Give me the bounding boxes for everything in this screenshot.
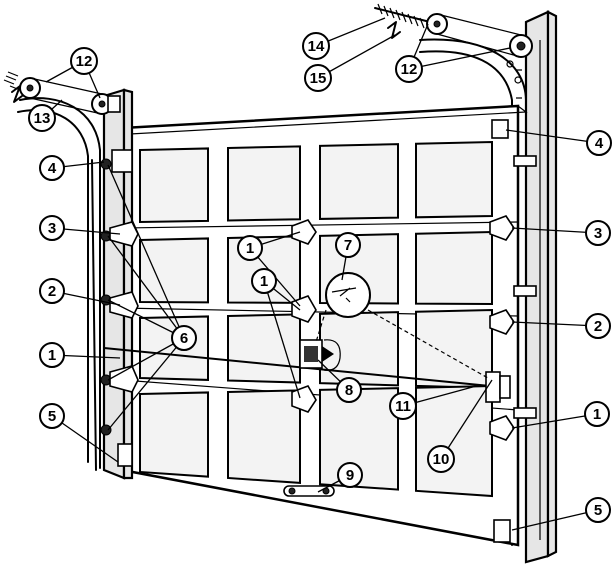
callout-leader-line	[511, 509, 599, 531]
callout-leader-line	[107, 235, 185, 339]
callout-bubble	[584, 401, 610, 427]
callout-bubble	[389, 392, 417, 420]
door-panel	[415, 230, 493, 306]
left-spring-assembly	[3, 71, 121, 115]
callout-bubble	[70, 47, 98, 75]
callout-bubble	[39, 403, 65, 429]
lock-bar	[103, 347, 511, 403]
right-spring-assembly	[374, 3, 533, 58]
callout-bubble	[39, 342, 65, 368]
door-panel	[319, 143, 399, 220]
callout-bubble	[585, 497, 611, 523]
door-panel	[415, 308, 493, 390]
callout-number: 3	[594, 225, 602, 242]
callout-number: 1	[48, 347, 56, 364]
callout-leader-line	[107, 337, 185, 381]
callout-leader-line	[511, 321, 599, 327]
callout-leader-line	[263, 280, 301, 399]
door-panel	[139, 147, 209, 224]
callout-number: 9	[346, 467, 354, 484]
callout-bubble	[237, 235, 263, 261]
left-hinges	[109, 149, 139, 467]
callout-bubble	[337, 462, 363, 488]
callout-number: 3	[48, 220, 56, 237]
callout-leader-line	[107, 164, 185, 339]
callout-bubble	[28, 104, 56, 132]
callout-bubble	[39, 155, 65, 181]
callout-leader-line	[511, 227, 599, 234]
door-panel	[139, 315, 209, 381]
door-panel	[139, 391, 209, 478]
callout-leader-line	[107, 337, 185, 431]
callout-leader-line	[107, 299, 185, 339]
key-detail-zoom	[315, 272, 489, 379]
callout-bubble	[335, 232, 361, 258]
left-frame-post	[102, 88, 134, 480]
callout-number: 10	[433, 451, 450, 468]
callout-number: 1	[593, 406, 601, 423]
callout-bubble	[171, 325, 197, 351]
callout-leader-line	[440, 379, 493, 460]
callout-number: 2	[594, 318, 602, 335]
callout-number: 2	[48, 283, 56, 300]
callout-number: 5	[48, 408, 56, 425]
door-panel	[227, 389, 301, 484]
door-panels	[139, 140, 493, 498]
center-hinges	[291, 219, 317, 413]
callout-number: 4	[48, 160, 57, 177]
lock-mechanism	[299, 339, 341, 371]
door-panel	[139, 237, 209, 304]
door-panel	[227, 145, 301, 222]
callout-leader-line	[317, 34, 396, 79]
callout-number: 1	[246, 240, 254, 257]
callout-number: 7	[344, 237, 352, 254]
callout-bubble	[251, 268, 277, 294]
callout-number: 13	[34, 110, 51, 127]
callout-bubble	[585, 313, 611, 339]
callout-number: 1	[260, 273, 268, 290]
callout-bubble	[395, 55, 423, 83]
door-panel	[227, 313, 301, 384]
callout-bubble	[304, 64, 332, 92]
right-hinges	[489, 119, 537, 543]
callout-number: 11	[395, 398, 411, 415]
callout-number: 14	[308, 38, 325, 55]
callout-bubble	[585, 220, 611, 246]
callout-number: 12	[76, 53, 93, 70]
door-panel	[415, 140, 493, 219]
callout-bubble	[586, 130, 612, 156]
callout-leader-line	[408, 47, 511, 70]
door-panel	[415, 384, 493, 498]
callout-number: 5	[594, 502, 602, 519]
callout-bubble	[336, 377, 362, 403]
callout-leader-line	[505, 129, 600, 144]
callout-number: 6	[180, 330, 188, 347]
callout-bubble	[427, 445, 455, 473]
right-track	[419, 38, 527, 549]
callout-bubble	[39, 215, 65, 241]
door-panel	[319, 311, 399, 387]
callout-leader-line	[511, 413, 598, 429]
callout-number: 8	[345, 382, 353, 399]
callout-leader-line	[51, 415, 119, 463]
callout-bubble	[302, 32, 330, 60]
callout-number: 4	[595, 135, 604, 152]
door-panel	[319, 387, 399, 491]
callout-number: 12	[401, 61, 418, 78]
callout-bubble	[39, 278, 65, 304]
callout-number: 15	[310, 70, 327, 87]
